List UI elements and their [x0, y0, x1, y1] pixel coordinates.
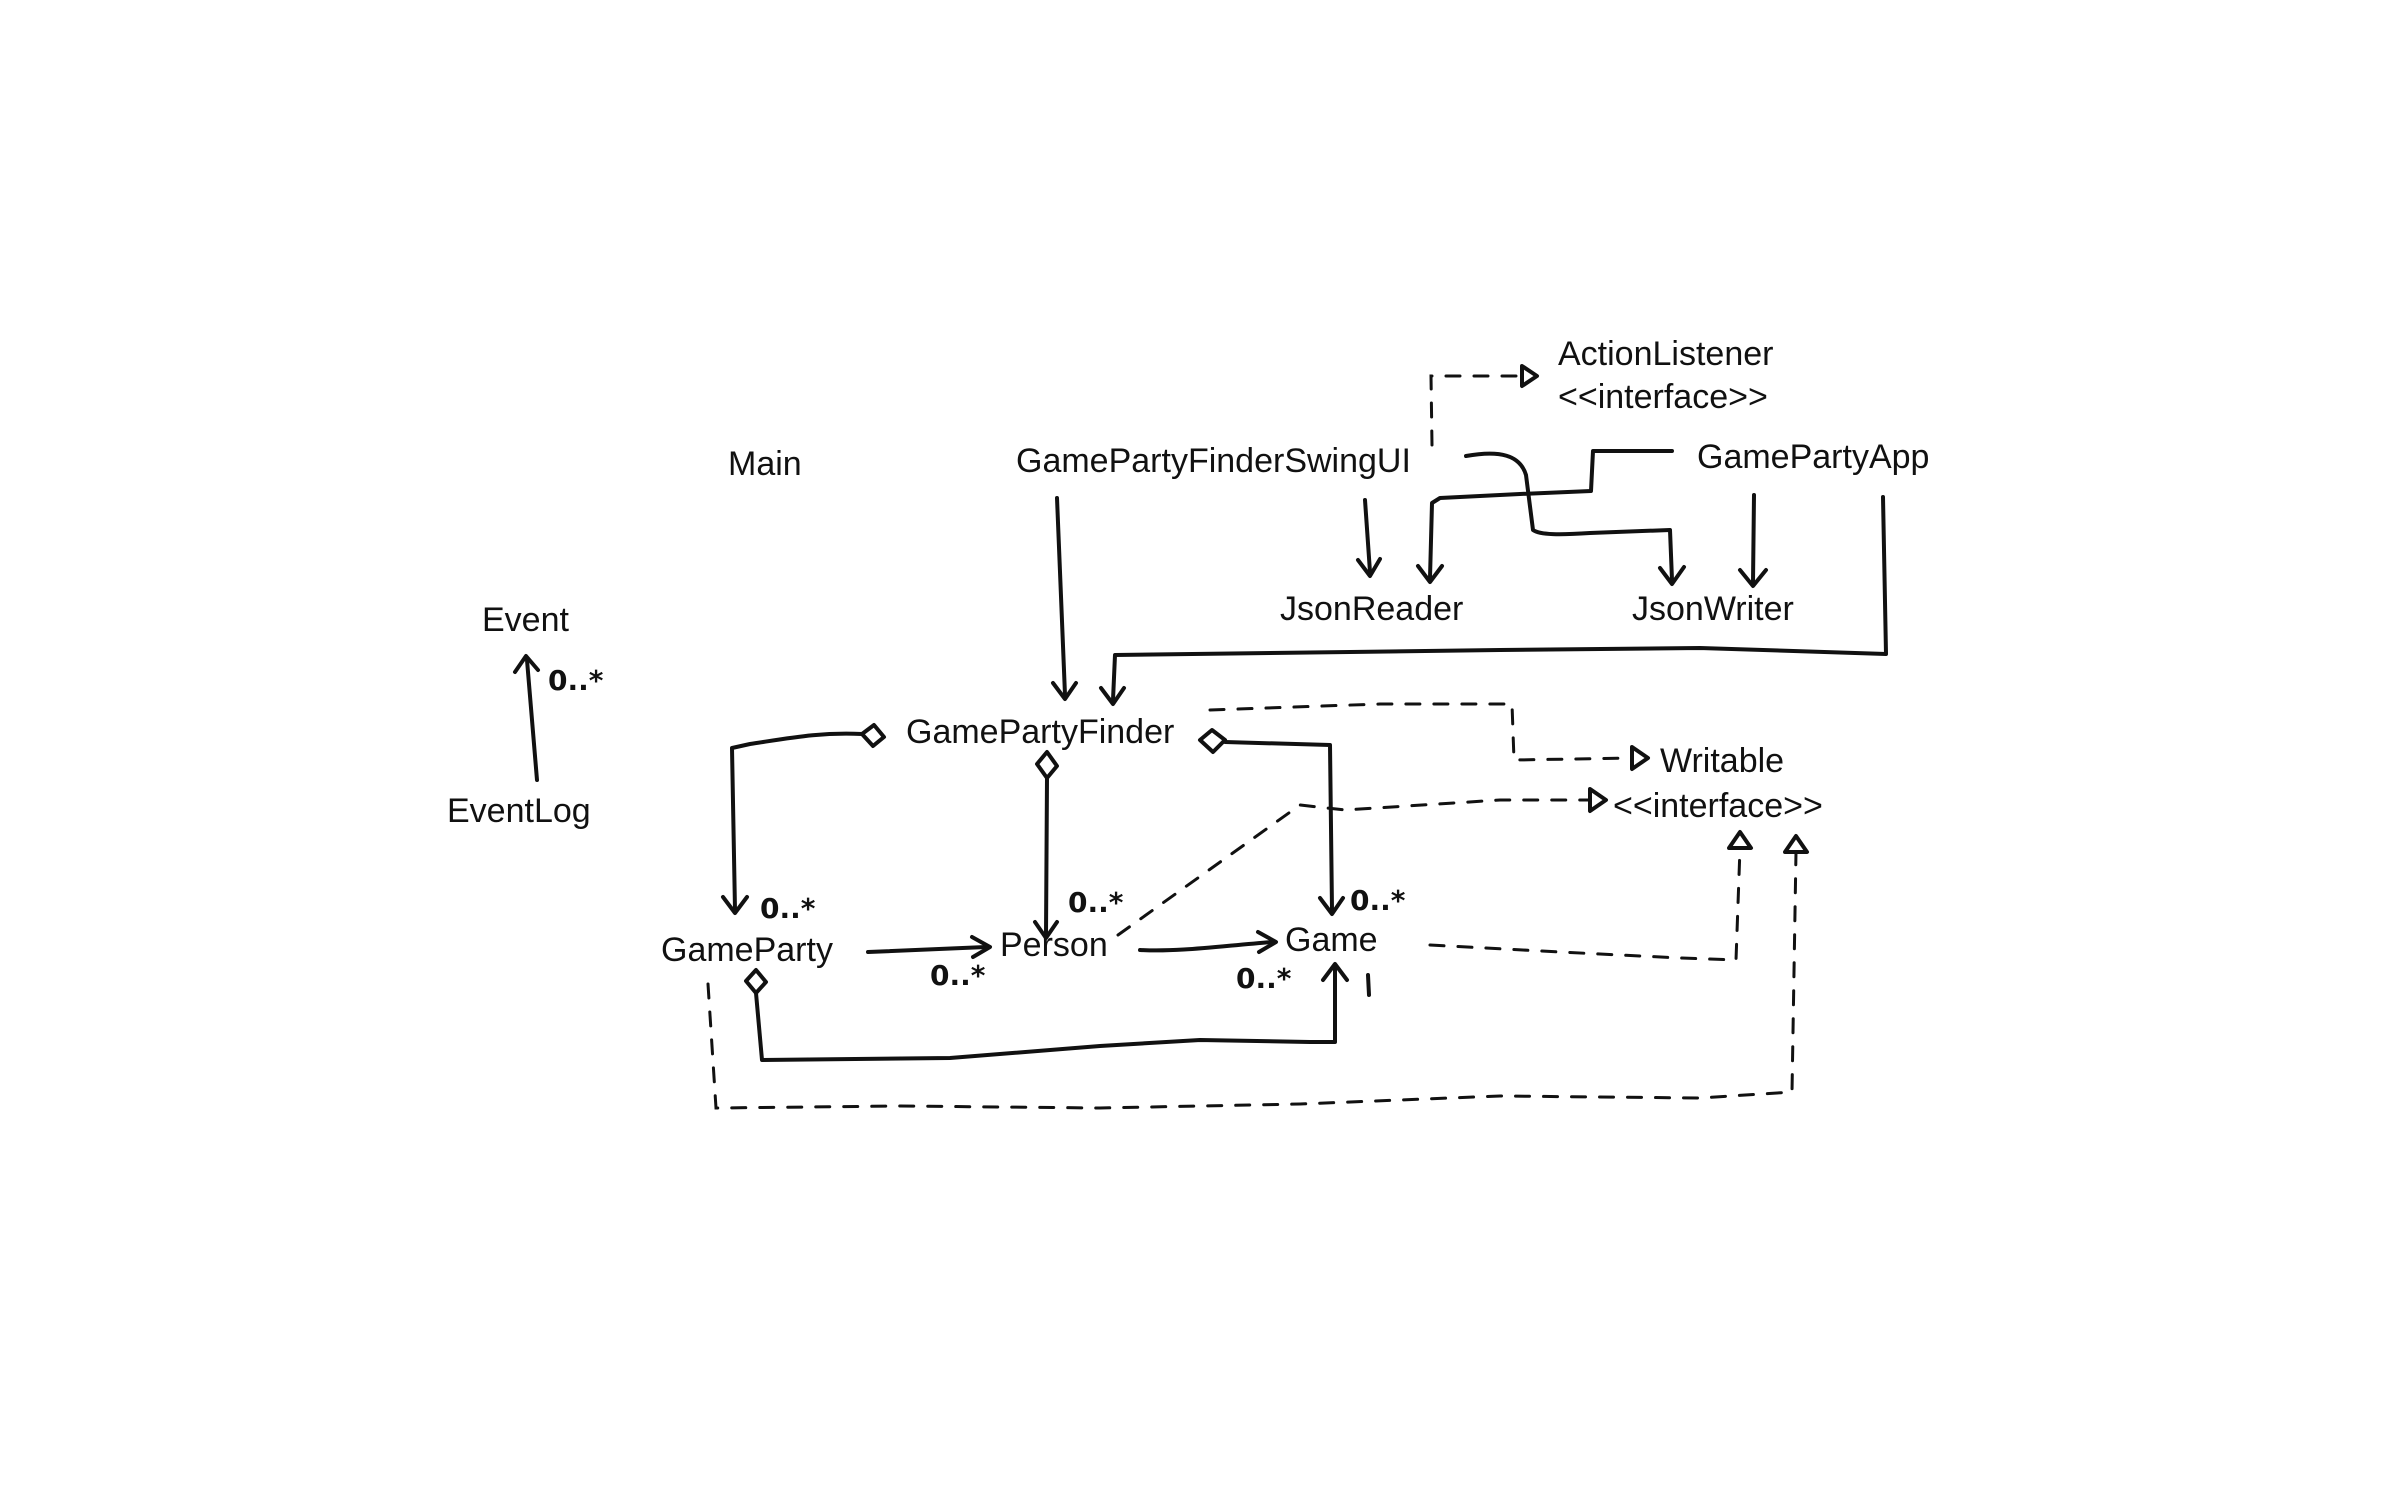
realize-game-writable	[1428, 830, 1753, 962]
action-listener-stereotype: <<interface>>	[1558, 378, 1768, 416]
class-event: Event	[482, 601, 569, 639]
class-json-reader: JsonReader	[1280, 590, 1463, 628]
realize-gameparty-writable	[706, 834, 1809, 1110]
mult-eventlog-event: 0..*	[548, 664, 604, 697]
class-game-party-finder-swing-ui: GamePartyFinderSwingUI	[1016, 442, 1411, 480]
assoc-app-finder	[1099, 495, 1888, 706]
class-person: Person	[1000, 926, 1108, 964]
aggregation-gameparty-game	[744, 962, 1371, 1062]
aggregation-finder-game	[1198, 728, 1345, 916]
aggregation-finder-person	[1033, 750, 1059, 940]
class-writable: Writable	[1660, 742, 1784, 780]
class-event-log: EventLog	[447, 792, 591, 830]
assoc-swingui-jsonreader	[1356, 498, 1382, 578]
mult-finder-person: 0..*	[1068, 886, 1124, 919]
assoc-person-game	[1138, 930, 1278, 954]
assoc-swingui-jsonwriter	[1464, 451, 1686, 586]
assoc-app-jsonreader	[1416, 449, 1674, 584]
realize-person-writable	[1116, 787, 1608, 937]
class-game: Game	[1285, 921, 1378, 959]
class-game-party-app: GamePartyApp	[1697, 438, 1929, 476]
class-main: Main	[728, 445, 802, 483]
mult-gameparty-person: 0..*	[930, 959, 986, 992]
class-game-party-finder: GamePartyFinder	[906, 713, 1174, 751]
realize-swingui-actionlistener	[1429, 364, 1539, 447]
assoc-swingui-finder	[1051, 496, 1078, 701]
mult-finder-game: 0..*	[1350, 884, 1406, 917]
mult-person-game: 0..*	[1236, 962, 1292, 995]
writable-stereotype: <<interface>>	[1613, 787, 1823, 825]
class-game-party: GameParty	[661, 931, 833, 969]
class-action-listener: ActionListener	[1558, 335, 1773, 373]
assoc-gameparty-person	[866, 935, 992, 959]
assoc-app-jsonwriter	[1738, 493, 1768, 588]
realize-finder-writable	[1208, 702, 1650, 771]
mult-finder-gameparty: 0..*	[760, 892, 816, 925]
class-json-writer: JsonWriter	[1632, 590, 1794, 628]
assoc-eventlog-event	[513, 654, 540, 782]
aggregation-finder-gameparty	[721, 723, 886, 915]
